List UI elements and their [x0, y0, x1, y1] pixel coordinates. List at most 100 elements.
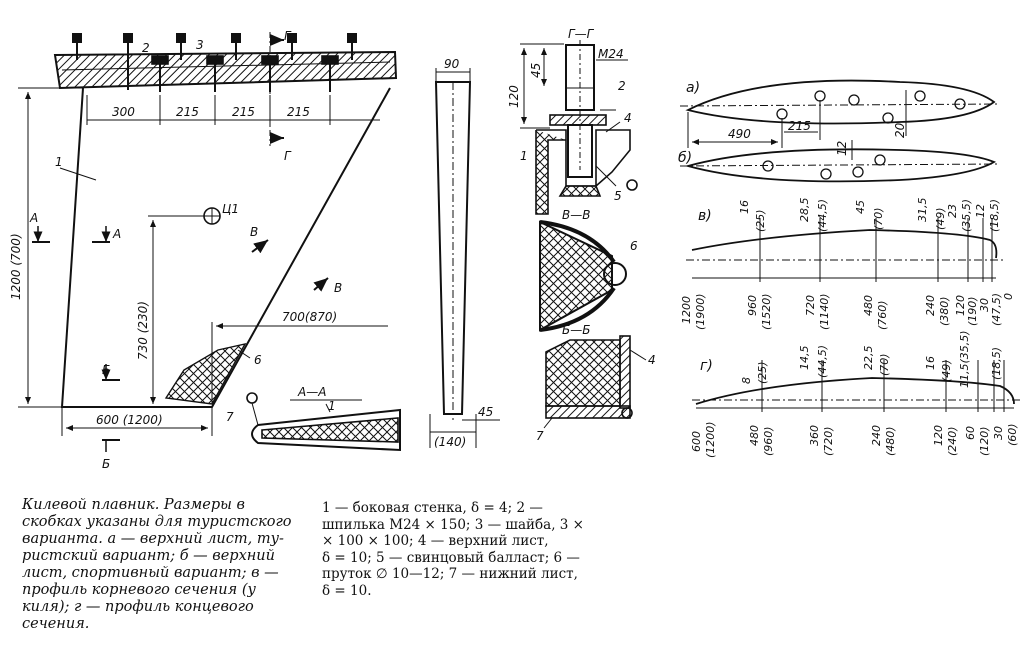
section-g-g: [520, 40, 638, 215]
section-b-part-7: 7: [536, 429, 544, 443]
part-2-label: 2: [142, 41, 150, 55]
pg-s-9: (240): [946, 426, 959, 456]
pg-s-1: (1200): [704, 421, 717, 458]
pv-s-2: 960: [746, 295, 759, 316]
pv-s-13: (47,5): [990, 293, 1003, 326]
section-v-part-6: 6: [630, 239, 638, 253]
pg-s-3: (960): [762, 426, 775, 456]
caption-left-line: профиль корневого сечения (у: [22, 582, 256, 598]
pv-s-1: (1900): [694, 293, 707, 330]
part-6-label: 6: [254, 353, 262, 367]
pv-h-9: (35,5): [960, 199, 973, 232]
pg-s-0: 600: [690, 431, 703, 452]
dim-215-top: 215: [788, 119, 811, 133]
section-g-part-1: 1: [520, 149, 528, 163]
dim-215-a: 215: [176, 105, 199, 119]
pv-s-4: 720: [804, 295, 817, 316]
pg-h-8: 11,5(35,5): [958, 330, 971, 388]
pg-h-9: (18,5): [990, 347, 1003, 380]
pg-s-13: (60): [1006, 423, 1019, 446]
view-a-top-sheet: [679, 79, 1001, 148]
dim-700: 700(870): [282, 310, 337, 324]
dim-g-45: 45: [529, 63, 543, 78]
part-1-label: 1: [55, 155, 63, 169]
legend-line: 1 — боковая стенка, δ = 4; 2 —: [322, 500, 543, 516]
cut-v-right: В: [334, 281, 342, 295]
pg-s-10: 60: [964, 426, 977, 440]
pg-s-2: 480: [748, 425, 761, 446]
bolt-size-label: М24: [598, 47, 624, 61]
pg-h-5: (70): [878, 353, 891, 376]
caption-right-legend: 1 — боковая стенка, δ = 4; 2 — шпилька М…: [322, 500, 644, 599]
pg-h-7: (49): [940, 359, 953, 382]
section-g-part-4: 4: [624, 111, 632, 125]
caption-left-line: лист, спортивный вариант; в —: [22, 565, 279, 581]
pv-s-5: (1140): [818, 293, 831, 330]
legend-line: пруток ∅ 10—12; 7 — нижний лист,: [322, 566, 578, 582]
pv-h-3: (44,5): [816, 199, 829, 232]
fin-front-view: [429, 68, 500, 448]
pg-h-1: (25): [756, 361, 769, 384]
pv-s-14: 0: [1002, 293, 1015, 300]
legend-line: × 100 × 100; 4 — верхний лист,: [322, 533, 549, 549]
pv-s-10: 120: [954, 295, 967, 316]
pg-h-6: 16: [924, 356, 937, 370]
dim-215-b: 215: [232, 105, 255, 119]
section-a-a: [246, 392, 401, 452]
view-a-label: а): [686, 80, 700, 96]
pv-h-1: (25): [754, 209, 767, 232]
fin-side-view: [18, 32, 398, 452]
dim-490: 490: [728, 127, 751, 141]
pv-s-9: (380): [938, 296, 951, 326]
cut-g-top: Г: [284, 29, 292, 43]
dim-20: 20: [893, 122, 907, 138]
caption-left-line: киля); г — профиль концевого: [22, 599, 254, 615]
pg-s-12: 30: [992, 426, 1005, 440]
section-g-part-5: 5: [614, 189, 622, 203]
cg-label: Ц1: [222, 202, 239, 216]
view-g-label: г): [700, 358, 713, 374]
section-a-a-title: А—А: [297, 385, 326, 399]
pv-h-10: 12: [974, 204, 987, 218]
dim-12: 12: [835, 141, 849, 156]
dim-g-120: 120: [507, 85, 521, 108]
dim-90: 90: [444, 57, 460, 71]
view-v-root-profile: [686, 218, 1004, 282]
cut-a-left: А: [29, 211, 38, 225]
legend-line: δ = 10; 5 — свинцовый балласт; 6 —: [322, 549, 580, 566]
pv-s-11: (190): [966, 296, 979, 326]
pg-s-6: 240: [870, 425, 883, 446]
section-v-v: [539, 220, 627, 332]
cut-b-bottom: Б: [102, 457, 110, 471]
pv-s-6: 480: [862, 295, 875, 316]
view-g-tip-profile: [692, 360, 1020, 412]
pg-h-2: 14,5: [798, 346, 811, 371]
section-v-v-title: В—В: [562, 208, 590, 222]
view-b-top-sheet: [679, 140, 1001, 183]
pg-h-4: 22,5: [862, 346, 875, 371]
section-b-b-title: Б—Б: [562, 323, 590, 337]
pv-s-8: 240: [924, 295, 937, 316]
dim-140: (140): [434, 435, 466, 449]
pv-h-5: (70): [872, 207, 885, 230]
caption-left: Килевой плавник. Размеры в скобках указа…: [22, 497, 312, 633]
dim-730: 730 (230): [136, 301, 150, 360]
pg-h-0: 8: [740, 377, 753, 384]
pv-s-7: (760): [876, 300, 889, 330]
section-g-part-2: 2: [618, 79, 626, 93]
caption-left-line: ристский вариант; б — верхний: [22, 548, 275, 564]
legend-line: δ = 10.: [322, 582, 372, 599]
section-b-part-4: 4: [648, 353, 656, 367]
cut-b-top: Б: [102, 363, 110, 377]
pv-h-8: 23: [946, 204, 959, 218]
section-a-part-1: 1: [328, 399, 336, 413]
pv-h-7: (49): [934, 207, 947, 230]
dim-215-c: 215: [287, 105, 310, 119]
pg-s-8: 120: [932, 425, 945, 446]
dim-600: 600 (1200): [96, 413, 163, 427]
part-7-label: 7: [226, 410, 234, 424]
section-g-g-title: Г—Г: [568, 27, 595, 41]
pg-s-11: (120): [978, 426, 991, 456]
caption-left-line: скобках указаны для туристского: [22, 514, 292, 530]
